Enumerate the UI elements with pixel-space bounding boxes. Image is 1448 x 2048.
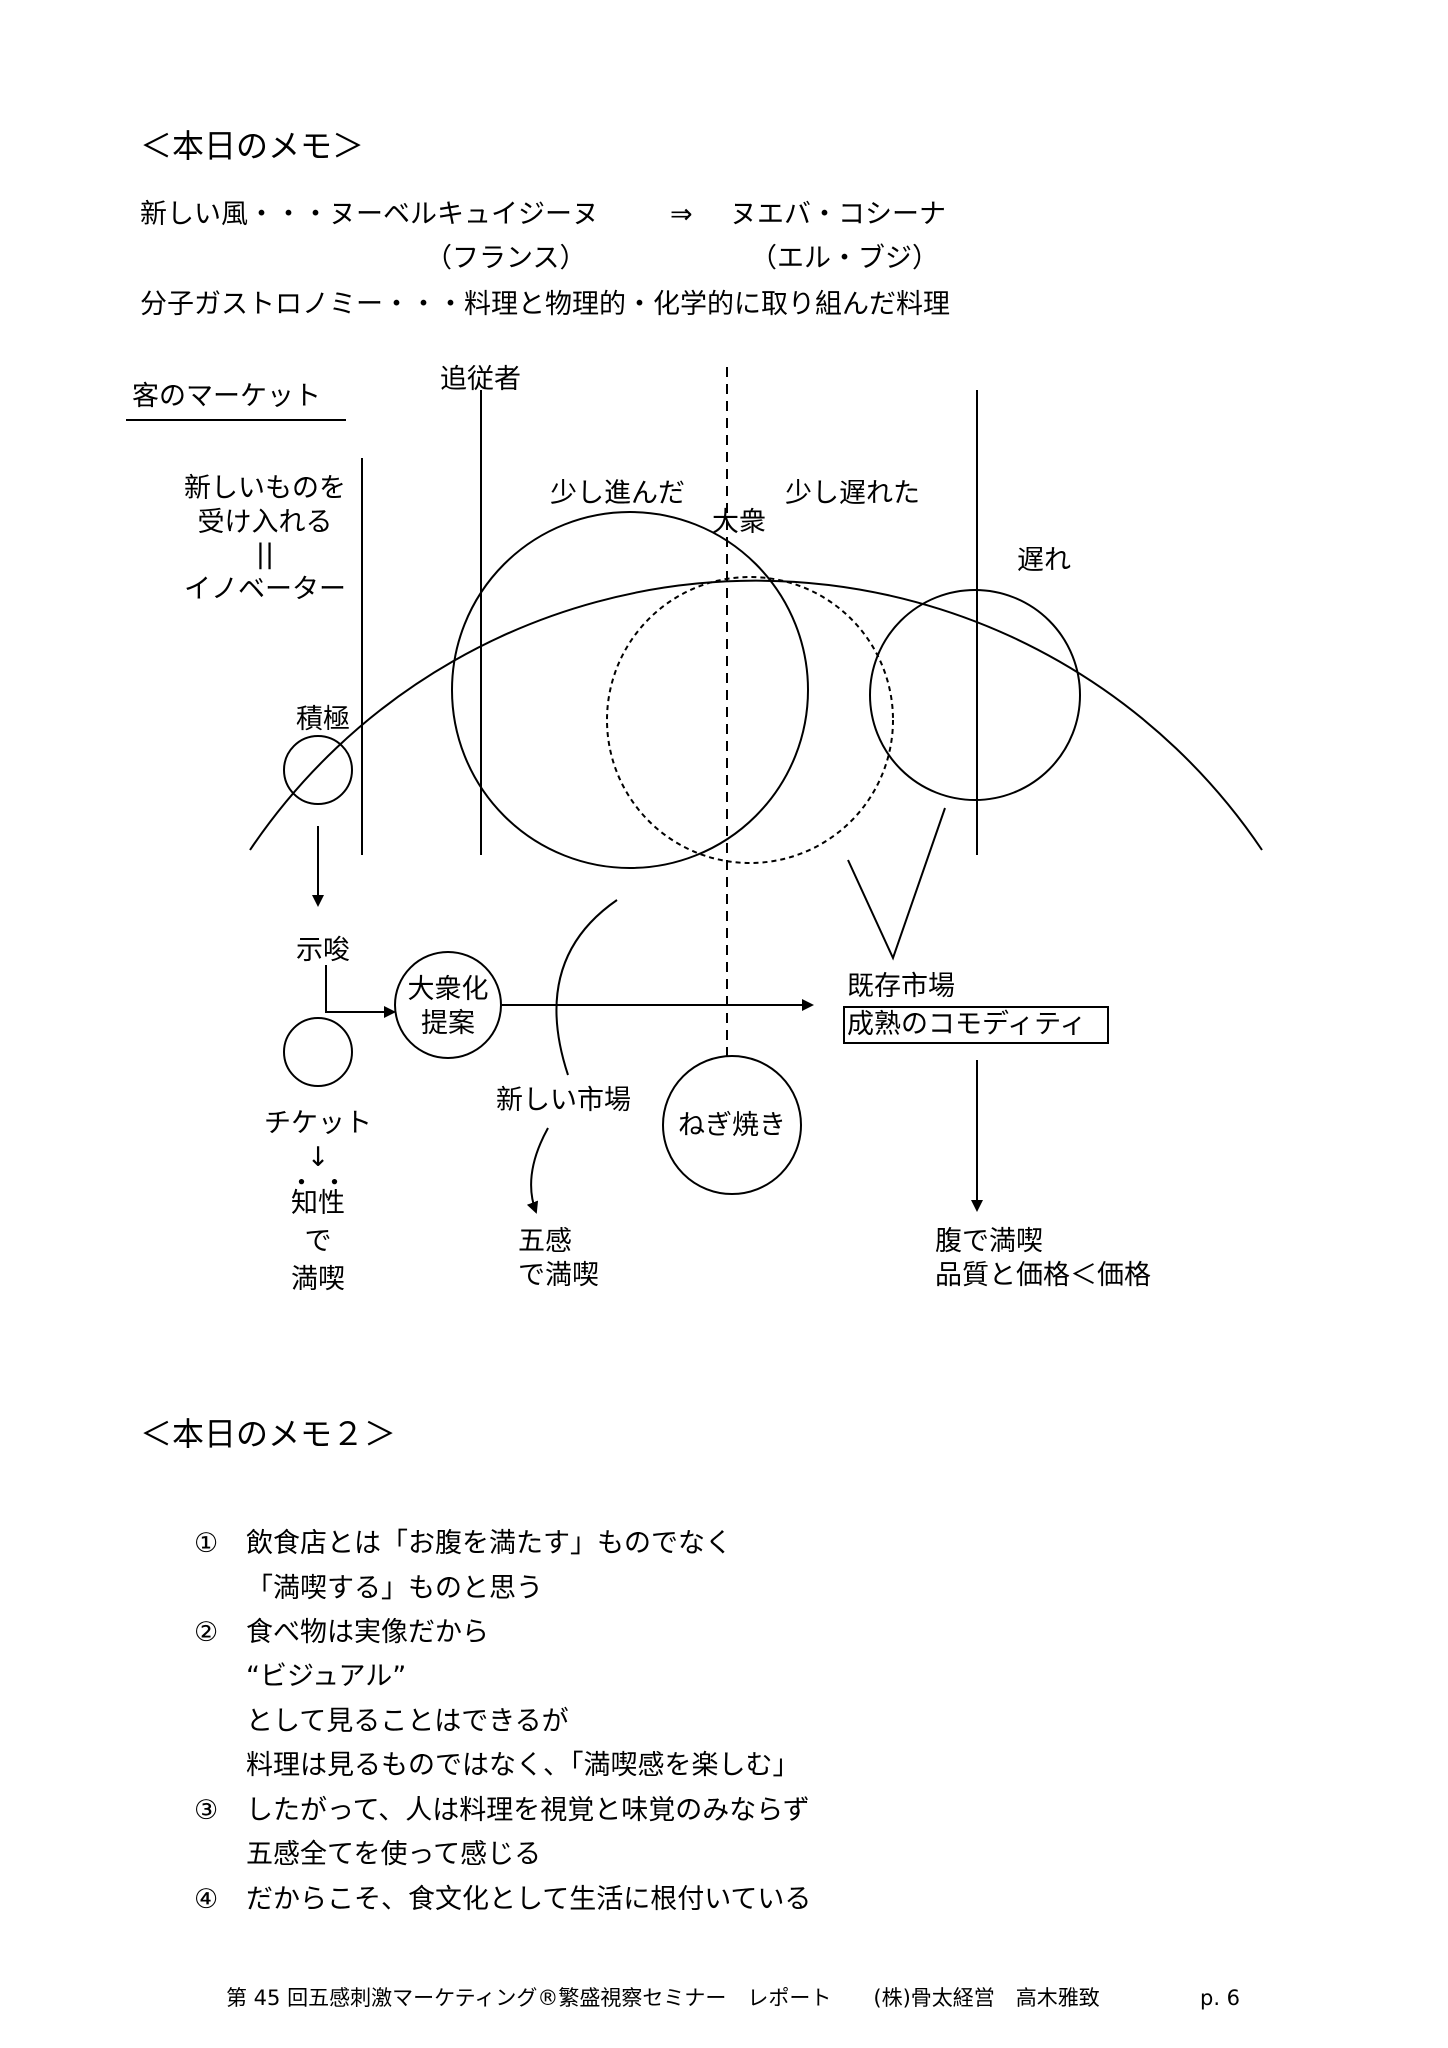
memo2-item2-number: ② xyxy=(194,1617,219,1648)
satisfy-label: 満喫 xyxy=(291,1264,345,1295)
memo1-line1-arrow: ⇒ xyxy=(670,199,693,230)
active-label: 積極 xyxy=(296,704,350,735)
memo2-item1-number: ① xyxy=(194,1528,219,1559)
memo2-item3-line2: 五感全てを使って感じる xyxy=(246,1839,542,1870)
mass-proposal-circle xyxy=(394,951,502,1059)
memo2-item1-line1: 飲食店とは「お腹を満たす」ものでなく xyxy=(246,1528,732,1559)
negiyaki-circle xyxy=(662,1055,802,1195)
memo2-item3-number: ③ xyxy=(194,1795,219,1826)
five-senses-line2: で満喫 xyxy=(518,1260,599,1291)
five-senses-line1: 五感 xyxy=(518,1226,572,1257)
ticket-circle xyxy=(283,1017,353,1087)
early-majority-circle xyxy=(451,511,809,869)
innovator-line3: イノベーター xyxy=(184,574,346,605)
mature-commodity-label: 成熟のコモディティ xyxy=(847,1009,1087,1040)
suggestion-arrow xyxy=(325,965,396,1018)
memo2-item2-line3: として見ることはできるが xyxy=(246,1706,569,1737)
memo1-line1-left: 新しい風・・・ヌーベルキュイジーヌ xyxy=(140,199,599,230)
mass-proposal-line1: 大衆化 xyxy=(407,974,489,1005)
belly-line1: 腹で満喫 xyxy=(935,1226,1043,1257)
innovator-line2: 受け入れる xyxy=(197,507,333,538)
majority-label: 大衆 xyxy=(712,507,766,538)
memo2-item2-line4: 料理は見るものではなく、「満喫感を楽しむ」 xyxy=(246,1750,800,1781)
mass-proposal-line2: 提案 xyxy=(421,1008,475,1039)
negiyaki-label: ねぎ焼き xyxy=(678,1110,786,1141)
intellect-label: 知性 xyxy=(291,1188,345,1219)
mature-commodity-box xyxy=(843,1006,1109,1044)
memo2-item2-line1: 食べ物は実像だから xyxy=(246,1617,489,1648)
ticket-label: チケット xyxy=(264,1108,372,1139)
new-market-curve xyxy=(555,899,618,1076)
memo2-item4-line1: だからこそ、食文化として生活に根付いている xyxy=(246,1884,812,1915)
late-majority-dashed-circle xyxy=(606,576,894,864)
memo1-line3: 分子ガストロノミー・・・料理と物理的・化学的に取り組んだ料理 xyxy=(140,289,950,320)
memo1-line2-left: （フランス） xyxy=(425,243,587,274)
memo2-item3-line1: したがって、人は料理を視覚と味覚のみならず xyxy=(246,1795,810,1826)
memo1-heading: ＜本日のメモ＞ xyxy=(140,127,365,165)
market-title: 客のマーケット xyxy=(132,381,321,412)
existing-market-label: 既存市場 xyxy=(847,971,955,1002)
memo2-item2-line2: “ビジュアル” xyxy=(246,1661,407,1692)
follower-label: 追従者 xyxy=(440,364,521,395)
existing-market-v xyxy=(847,807,946,961)
late-majority-label: 少し遅れた xyxy=(785,478,920,509)
innovator-equals: || xyxy=(255,539,275,570)
innovator-line1: 新しいものを xyxy=(184,473,346,504)
new-market-label: 新しい市場 xyxy=(496,1085,631,1116)
memo2-item4-number: ④ xyxy=(194,1884,219,1915)
belly-line2: 品質と価格＜価格 xyxy=(935,1260,1151,1291)
ticket-dots: ・ ・ xyxy=(289,1168,347,1197)
memo1-line2-right: （エル・ブジ） xyxy=(750,243,939,274)
laggard-circle xyxy=(869,589,1081,801)
market-arc xyxy=(249,579,1263,851)
footer-text: 第 45 回五感刺激マーケティング®繁盛視察セミナー レポート (株)骨太経営 … xyxy=(226,1986,1100,2010)
suggestion-label: 示唆 xyxy=(296,935,350,966)
memo2-heading: ＜本日のメモ２＞ xyxy=(140,1415,397,1453)
active-circle xyxy=(283,735,353,805)
laggards-label: 遅れ xyxy=(1017,545,1071,576)
ticket-arrow: ↓ xyxy=(306,1142,330,1173)
new-market-down-arrow xyxy=(526,1127,549,1214)
de-label: で xyxy=(304,1226,332,1257)
memo2-item1-line2: 「満喫する」ものと思う xyxy=(246,1573,543,1604)
page-number: p. 6 xyxy=(1200,1986,1241,2010)
early-majority-label: 少し進んだ xyxy=(550,478,685,509)
memo1-line1-right: ヌエバ・コシーナ xyxy=(730,199,946,230)
